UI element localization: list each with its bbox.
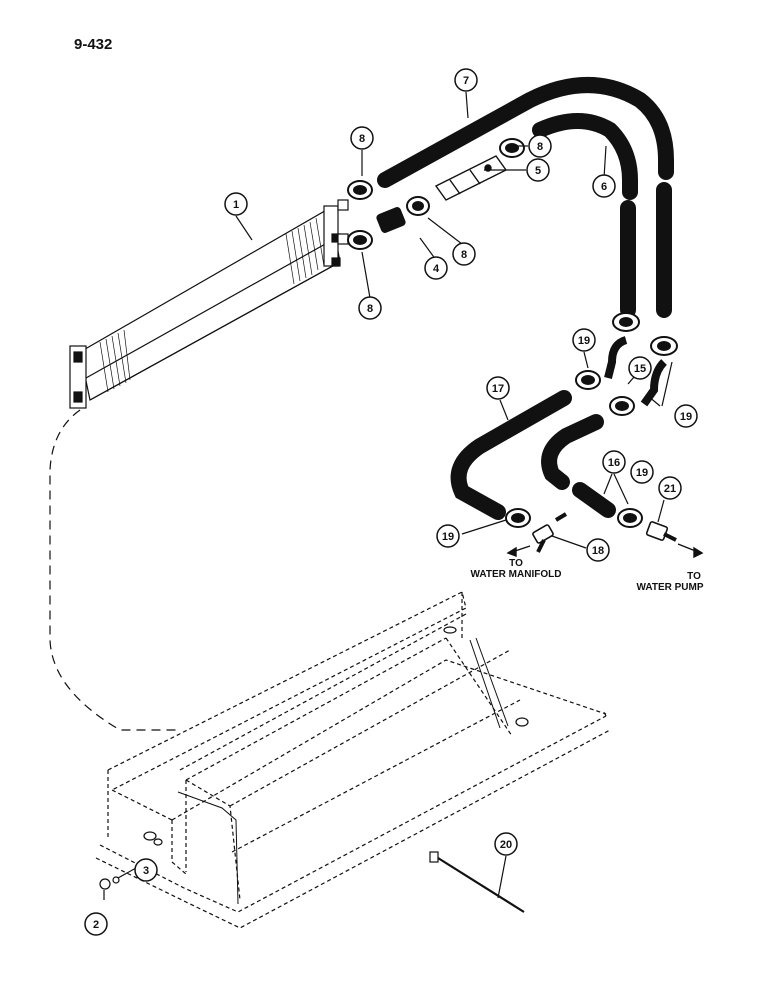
callout-4 — [424, 256, 448, 280]
callout-8c — [452, 242, 476, 266]
destination-labels: TO WATER MANIFOLD TO WATER PUMP — [471, 558, 704, 593]
mounting-line — [49, 409, 180, 731]
callout-8b — [528, 134, 552, 158]
hose-4 — [376, 207, 406, 233]
hose-clamps-19 — [505, 312, 678, 528]
callout-5 — [526, 158, 550, 182]
callout-6 — [592, 174, 616, 198]
svg-text:6: 6 — [601, 181, 607, 193]
callout-19b — [674, 404, 698, 428]
callout-18 — [586, 538, 610, 562]
svg-text:5: 5 — [535, 165, 541, 177]
svg-text:8: 8 — [461, 249, 467, 261]
svg-text:4: 4 — [433, 263, 440, 275]
cable-tie-20 — [429, 851, 525, 913]
svg-text:7: 7 — [463, 75, 469, 87]
connector-5 — [434, 155, 508, 201]
pump-to-label: TO — [687, 571, 701, 582]
svg-text:8: 8 — [367, 303, 373, 315]
callout-7 — [454, 68, 478, 92]
svg-text:16: 16 — [608, 457, 620, 469]
svg-text:3: 3 — [143, 865, 149, 877]
svg-text:2: 2 — [93, 919, 99, 931]
hose-17 — [450, 390, 572, 520]
svg-text:19: 19 — [680, 411, 692, 423]
svg-text:8: 8 — [537, 141, 543, 153]
hose-6 — [532, 113, 638, 318]
fitting-21 — [645, 521, 677, 542]
svg-text:21: 21 — [664, 483, 676, 495]
callout-16 — [602, 450, 626, 474]
callout-8d — [358, 296, 382, 320]
destination-arrows — [506, 543, 704, 559]
washer-3 — [112, 876, 120, 884]
callout-21 — [658, 476, 682, 500]
callout-2 — [84, 912, 108, 936]
drain-valve-18 — [532, 512, 568, 553]
svg-text:19: 19 — [636, 467, 648, 479]
svg-text:15: 15 — [634, 363, 646, 375]
callout-19c — [630, 460, 654, 484]
svg-text:18: 18 — [592, 545, 604, 557]
svg-text:8: 8 — [359, 133, 365, 145]
mounting-frame — [95, 591, 611, 929]
callout-15 — [628, 356, 652, 380]
support-arm — [177, 637, 509, 905]
hose-16 — [541, 414, 616, 518]
callout-19a — [572, 328, 596, 352]
svg-text:17: 17 — [492, 383, 504, 395]
manifold-to-label: TO — [509, 558, 523, 569]
svg-text:19: 19 — [442, 531, 454, 543]
svg-text:20: 20 — [500, 839, 512, 851]
svg-text:19: 19 — [578, 335, 590, 347]
oil-cooler — [69, 199, 349, 409]
hose-clamp-set-8 — [347, 138, 525, 250]
callout-labels: 1 7 8 8 5 6 4 8 8 19 15 19 17 16 19 21 1… — [93, 75, 692, 931]
callout-8a — [350, 126, 374, 150]
callout-17 — [486, 376, 510, 400]
bolt-2 — [99, 878, 111, 890]
leader-lines — [103, 91, 673, 900]
hose-7 — [377, 77, 674, 318]
callout-19d — [436, 524, 460, 548]
water-manifold-label: WATER MANIFOLD — [471, 569, 562, 580]
water-pump-label: WATER PUMP — [636, 582, 703, 593]
callout-3 — [134, 858, 158, 882]
svg-text:1: 1 — [233, 199, 239, 211]
elbow-fittings-15 — [604, 336, 667, 407]
callout-1 — [224, 192, 248, 216]
callouts — [84, 68, 698, 936]
callout-20 — [494, 832, 518, 856]
page-number: 9-432 — [74, 36, 113, 53]
